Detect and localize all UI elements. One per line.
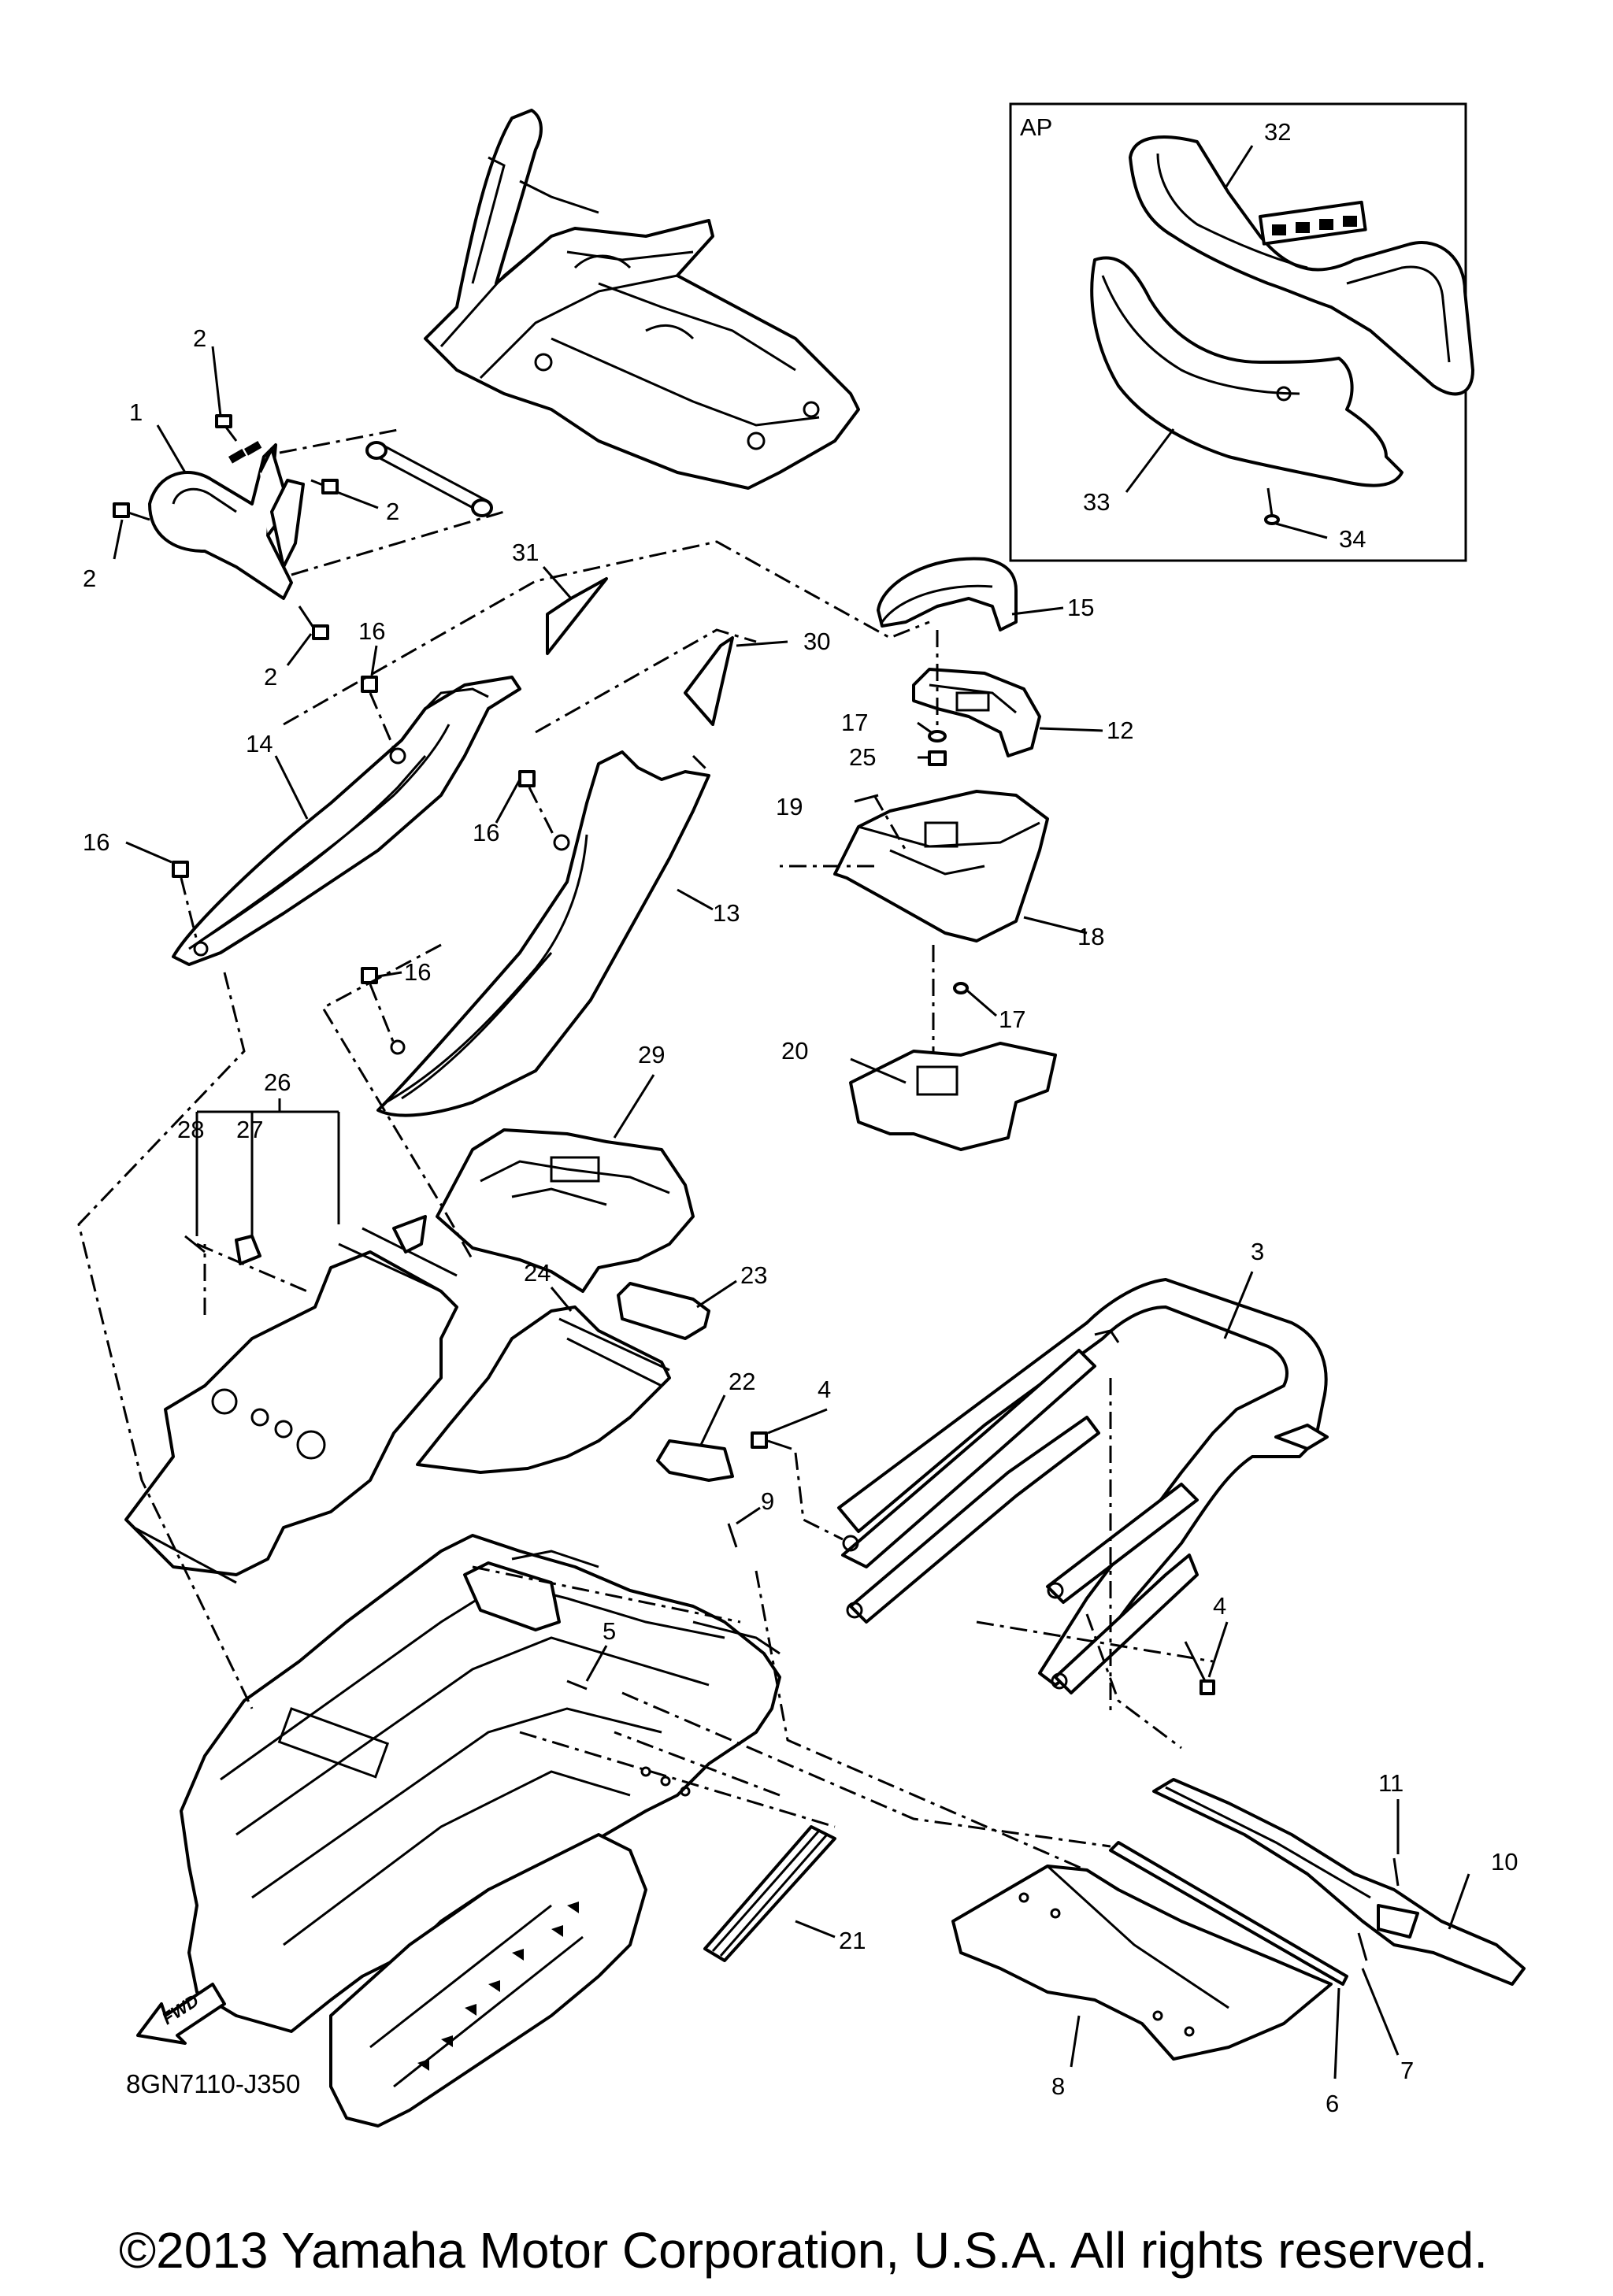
callout-15: 15 [1067,594,1094,621]
callout-6: 6 [1326,2090,1339,2117]
group-26: 26 28 27 [177,1068,340,1293]
callout-18: 18 [1077,923,1104,950]
bolts-16 [172,676,557,1044]
callout-19: 19 [776,793,803,820]
callout-23: 23 [740,1261,767,1289]
bolt-4-b [1184,1641,1215,1695]
callout-2-b: 2 [386,498,399,525]
rear-frame [180,1534,781,2033]
callout-27: 27 [236,1116,263,1143]
callout-20: 20 [781,1037,808,1065]
bolts-2 [113,414,339,640]
inset-label: AP [1020,113,1052,141]
washer-17-25 [928,730,947,766]
callout-2-a: 2 [193,324,206,352]
cover-29 [436,1128,695,1293]
callout-13: 13 [713,899,740,927]
strip-21 [703,1825,836,1962]
copyright-notice: ©2013 Yamaha Motor Corporation, U.S.A. A… [119,2222,1488,2279]
bracket-12 [912,668,1041,757]
callout-31: 31 [512,539,539,566]
screw-34 [1264,487,1280,525]
rear-bumper-3 [837,1278,1329,1694]
callout-29: 29 [638,1041,665,1068]
accessory-inset: AP 32 33 34 [1009,102,1474,562]
side-cover-14 [172,676,521,966]
bracket-22 [656,1439,734,1482]
callout-4-b: 4 [1213,1592,1226,1620]
callout-16-a: 16 [358,617,385,645]
callout-30: 30 [803,628,830,655]
callout-26: 26 [264,1068,291,1096]
guard-10 [1152,1778,1526,1986]
callout-25: 25 [849,743,876,771]
front-frame [365,109,860,517]
assembly-lines [77,540,1214,1876]
callout-11: 11 [1378,1769,1403,1797]
callout-9: 9 [761,1487,774,1515]
decal-30: 30 [684,628,830,726]
callout-5: 5 [603,1617,616,1645]
callout-10: 10 [1491,1848,1518,1876]
callout-17-a: 17 [841,709,868,736]
footboard-8 [951,1865,1333,2061]
cover-24 [416,1305,671,1474]
callout-33: 33 [1083,488,1110,516]
cover-15 [877,557,1018,631]
callout-8: 8 [1051,2072,1065,2100]
pad-23 [617,1282,710,1340]
callout-16-b: 16 [83,828,109,856]
callout-12: 12 [1107,717,1133,744]
footrest [329,1833,647,2128]
strip-6 [1109,1841,1348,1986]
accessory-bumper-32 [1129,135,1474,396]
under-tray [124,1215,458,1584]
callout-22: 22 [729,1368,755,1395]
callout-16-c: 16 [473,819,499,846]
bolt-4-a [751,1431,792,1450]
mat-20 [849,1042,1057,1151]
callout-2-c: 2 [83,565,96,592]
callout-1: 1 [129,398,143,426]
callout-24: 24 [524,1259,551,1287]
callout-21: 21 [839,1927,866,1954]
part-code: 8GN7110-J350 [126,2069,300,2098]
pin-19 [854,794,907,851]
callout-2-d: 2 [264,663,277,691]
callout-28: 28 [177,1116,204,1143]
callout-32: 32 [1264,118,1291,146]
front-bumper-1 [148,441,305,600]
callout-34: 34 [1339,525,1366,553]
callout-4-a: 4 [818,1376,831,1403]
callout-17-b: 17 [999,1005,1025,1033]
callout-7: 7 [1400,2057,1414,2084]
callout-3: 3 [1251,1238,1264,1265]
decal-31: 31 [512,539,608,655]
accessory-skid-guard-33 [1090,256,1403,487]
tail-housing-18 [833,790,1049,942]
callout-14: 14 [246,730,273,757]
forward-arrow-icon: FWD [136,1983,226,2045]
side-cover-13 [376,750,710,1117]
